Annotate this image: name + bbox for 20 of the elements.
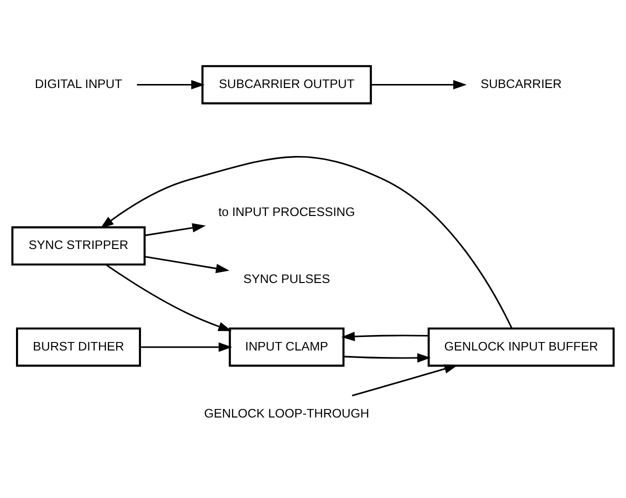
- arrow: [100, 156, 513, 328]
- node-box: GENLOCK INPUT BUFFER: [428, 327, 615, 366]
- node-text: GENLOCK LOOP-THROUGH: [204, 406, 370, 420]
- arrow: [144, 255, 230, 273]
- arrow: [136, 80, 205, 89]
- node-box: BURST DITHER: [16, 327, 141, 366]
- arrow: [106, 264, 232, 331]
- node-box: INPUT CLAMP: [228, 327, 344, 366]
- node-text: SYNC PULSES: [243, 272, 330, 286]
- arrow: [352, 364, 458, 396]
- arrow: [370, 80, 467, 89]
- node-text: to INPUT PROCESSING: [218, 204, 355, 219]
- node-box: SYNC STRIPPER: [11, 226, 146, 266]
- arrow: [144, 222, 206, 236]
- node-text: DIGITAL INPUT: [34, 76, 122, 90]
- arrow: [341, 331, 428, 341]
- node-box: SUBCARRIER OUTPUT: [201, 64, 372, 104]
- arrow: [344, 352, 431, 362]
- arrow: [140, 342, 232, 352]
- node-text: SUBCARRIER: [480, 76, 562, 90]
